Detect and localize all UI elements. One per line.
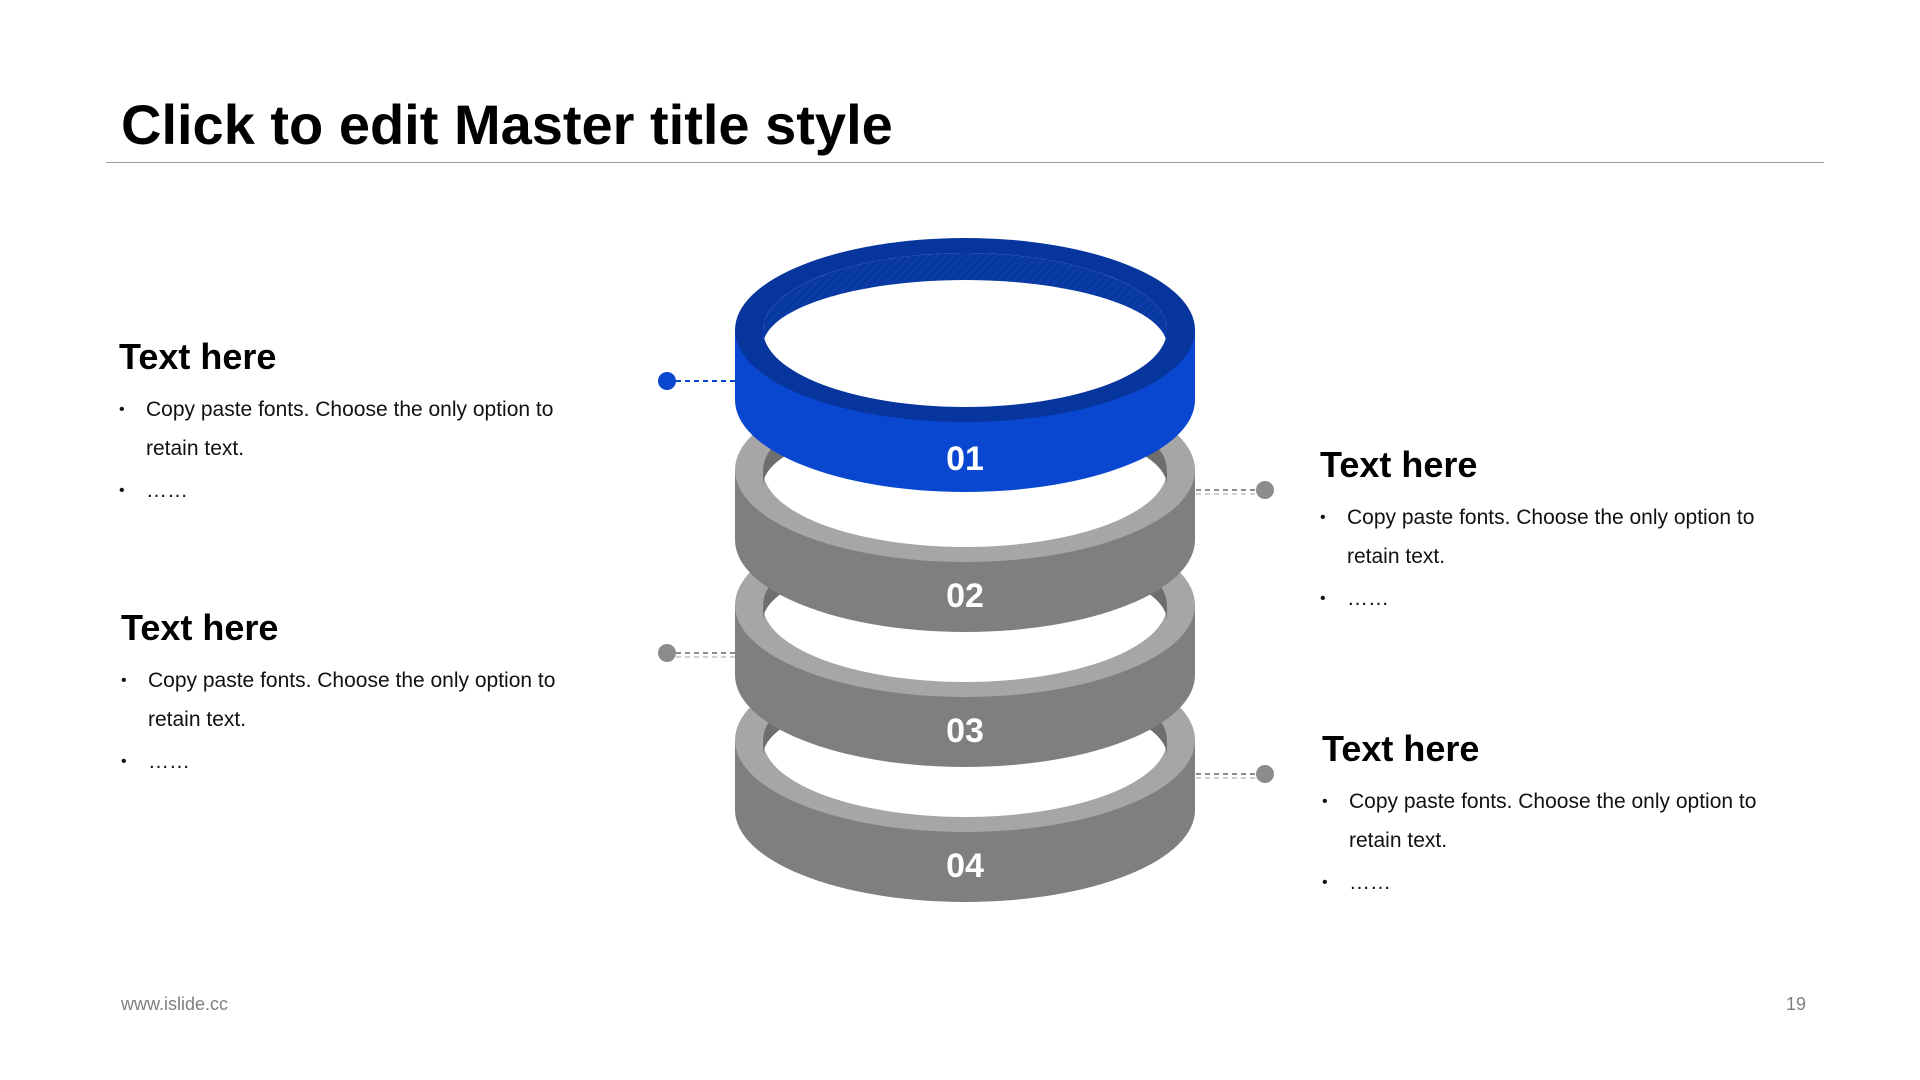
list-item[interactable]: • Copy paste fonts. Choose the only optio…: [1320, 498, 1800, 576]
bullet-text: ……: [146, 479, 188, 502]
bullet-list: • Copy paste fonts. Choose the only optio…: [121, 661, 601, 781]
block-heading[interactable]: Text here: [1322, 728, 1480, 769]
bullet-marker: •: [121, 672, 127, 689]
block-heading[interactable]: Text here: [1320, 444, 1478, 485]
text-block-3: Text here • Copy paste fonts. Choose the …: [1320, 444, 1800, 621]
ring-03[interactable]: 03: [735, 513, 1195, 767]
bullet-text: ……: [148, 750, 190, 773]
list-item[interactable]: • ……: [121, 742, 601, 781]
bullet-marker: •: [119, 401, 125, 418]
bullet-marker: •: [1320, 590, 1326, 607]
connector-01: [658, 372, 740, 390]
block-heading[interactable]: Text here: [121, 607, 279, 648]
slide-title[interactable]: Click to edit Master title style: [121, 93, 893, 156]
text-block-1: Text here • Copy paste fonts. Choose the …: [119, 336, 599, 513]
list-item[interactable]: • ……: [1320, 579, 1800, 618]
ring-01[interactable]: 01: [735, 238, 1195, 492]
page-number: 19: [1786, 994, 1807, 1014]
ring-02[interactable]: 02: [735, 378, 1195, 632]
bullet-marker: •: [119, 482, 125, 499]
ring-04[interactable]: 04: [735, 648, 1195, 902]
bullet-list: • Copy paste fonts. Choose the only optio…: [1322, 782, 1802, 902]
ring-label-04: 04: [946, 847, 984, 885]
bullet-list: • Copy paste fonts. Choose the only optio…: [119, 390, 599, 510]
bullet-text: Copy paste fonts. Choose the only option…: [1347, 506, 1755, 568]
connector-dot-02: [1256, 481, 1274, 499]
connector-03: [658, 644, 740, 662]
bullet-text: Copy paste fonts. Choose the only option…: [146, 398, 554, 460]
footer-url[interactable]: www.islide.cc: [121, 994, 229, 1014]
list-item[interactable]: • ……: [119, 471, 599, 510]
bullet-text: Copy paste fonts. Choose the only option…: [148, 669, 556, 731]
list-item[interactable]: • Copy paste fonts. Choose the only optio…: [121, 661, 601, 739]
bullet-text: ……: [1347, 587, 1389, 610]
bullet-text: ……: [1349, 871, 1391, 894]
bullet-marker: •: [121, 753, 127, 770]
list-item[interactable]: • Copy paste fonts. Choose the only optio…: [119, 390, 599, 468]
connector-dot-01: [658, 372, 676, 390]
bullet-text: Copy paste fonts. Choose the only option…: [1349, 790, 1757, 852]
list-item[interactable]: • ……: [1322, 863, 1802, 902]
text-block-2: Text here • Copy paste fonts. Choose the …: [121, 607, 601, 784]
connector-dot-03: [658, 644, 676, 662]
connector-04: [1196, 765, 1274, 783]
ring-label-02: 02: [946, 577, 984, 615]
connector-dot-04: [1256, 765, 1274, 783]
bullet-marker: •: [1322, 874, 1328, 891]
text-block-4: Text here • Copy paste fonts. Choose the …: [1322, 728, 1802, 905]
ring-label-01: 01: [946, 440, 984, 478]
list-item[interactable]: • Copy paste fonts. Choose the only optio…: [1322, 782, 1802, 860]
bullet-list: • Copy paste fonts. Choose the only optio…: [1320, 498, 1800, 618]
bullet-marker: •: [1322, 793, 1328, 810]
block-heading[interactable]: Text here: [119, 336, 277, 377]
ring-label-03: 03: [946, 712, 984, 750]
title-divider: [106, 162, 1824, 163]
connector-02: [1196, 481, 1274, 499]
bullet-marker: •: [1320, 509, 1326, 526]
